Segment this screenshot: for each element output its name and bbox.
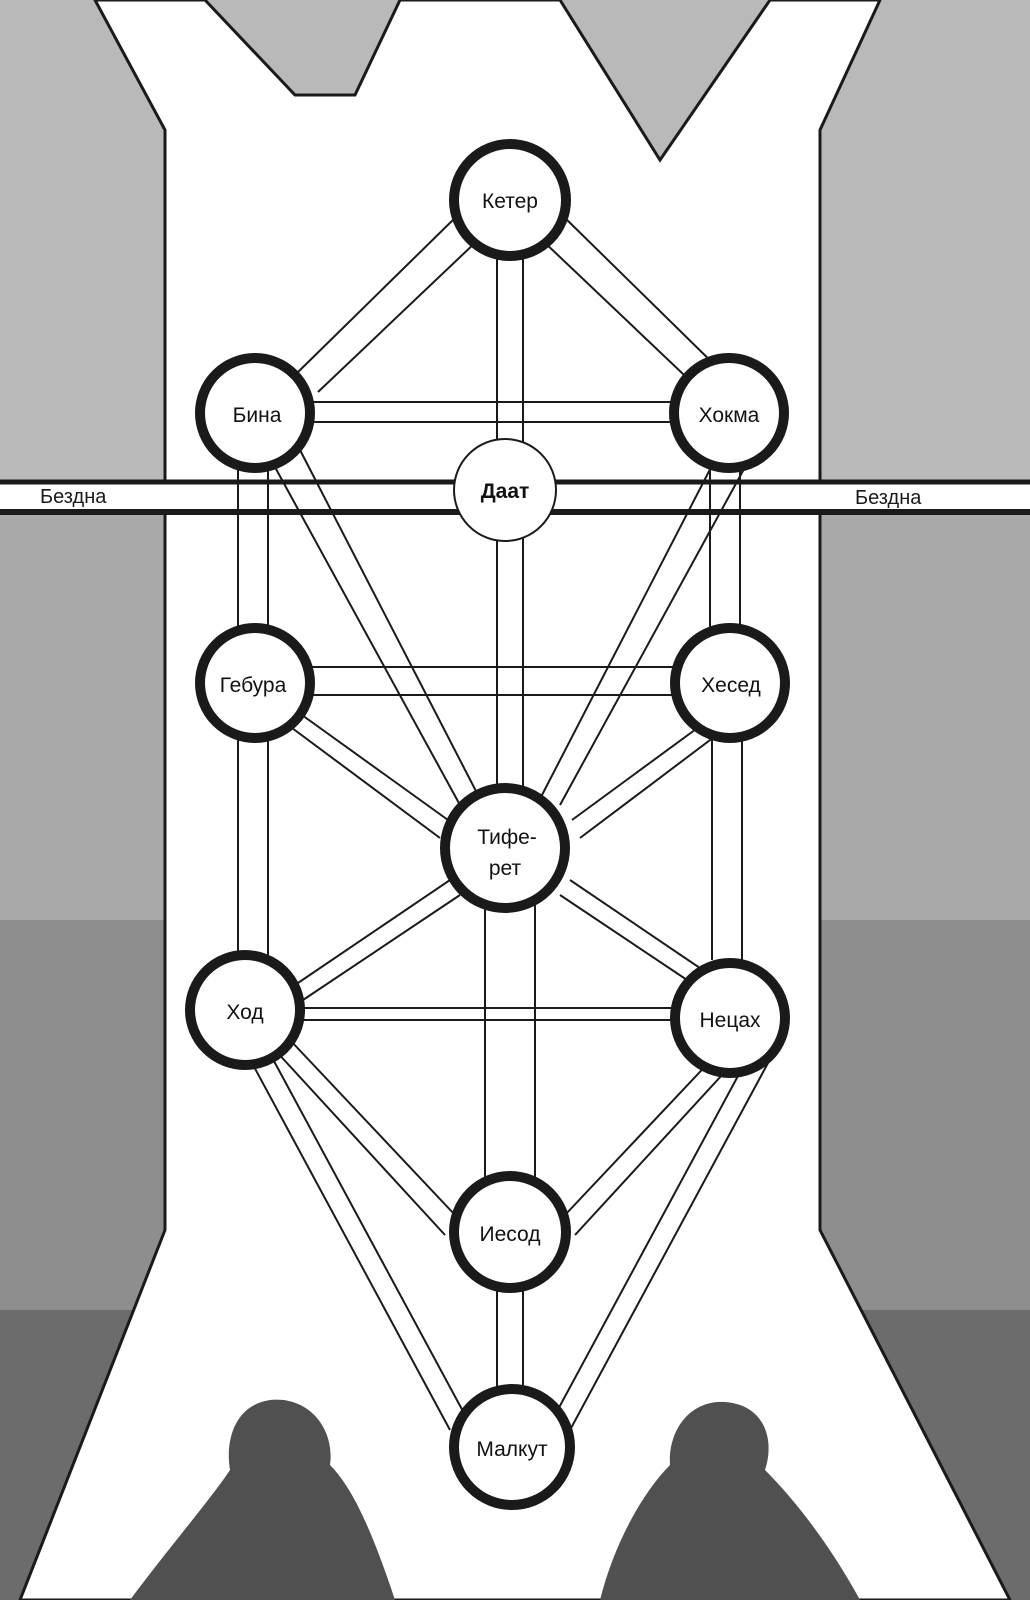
netsah-label: Нецах	[699, 1009, 761, 1032]
sephira-daat: Даат	[453, 438, 557, 542]
malkut-label: Малкут	[476, 1438, 548, 1461]
daat-label: Даат	[481, 480, 530, 503]
paths	[237, 214, 776, 1431]
path-keter-hokma	[561, 214, 726, 376]
path-keter-bina	[294, 214, 459, 376]
sephira-malkut: Малкут	[449, 1384, 575, 1510]
path-hokma-tiferet	[559, 457, 751, 806]
path-netsah-malkut-inner	[554, 1049, 753, 1416]
path-hokma-tiferet-inner	[541, 449, 721, 796]
daat-circle	[453, 438, 557, 542]
netsah-circle	[670, 958, 790, 1078]
sephira-tiferet: Тифе- рет	[440, 783, 570, 913]
abyss-label-right: Бездна	[855, 487, 922, 509]
hod-circle	[185, 950, 305, 1070]
sephira-bina: Бина	[195, 353, 315, 473]
path-hod-yesod-inner	[274, 1049, 446, 1236]
abyss-dashed-paths	[237, 448, 741, 520]
silhouettes	[130, 1399, 860, 1600]
hod-label: Ход	[226, 1001, 263, 1024]
sephira-netsah: Нецах	[670, 958, 790, 1078]
left-figure	[130, 1399, 395, 1600]
path-gebura-tiferet-inner	[287, 724, 441, 839]
keter-circle	[449, 139, 571, 261]
sephira-keter: Кетер	[449, 139, 571, 261]
right-figure	[600, 1401, 860, 1600]
path-hod-malkut	[244, 1049, 451, 1431]
gebura-label: Гебура	[220, 674, 287, 697]
sephira-hokma: Хокма	[669, 353, 789, 473]
path-gebura-tiferet	[294, 709, 449, 821]
path-netsah-yesod-inner	[574, 1049, 746, 1236]
path-tiferet-hod	[294, 879, 451, 986]
sephira-gebura: Гебура	[195, 623, 315, 743]
tiferet-label-line2: рет	[489, 857, 522, 880]
path-keter-hokma-inner	[541, 239, 703, 393]
hokma-circle	[669, 353, 789, 473]
path-hod-malkut-inner	[267, 1049, 466, 1416]
hokma-label: Хокма	[699, 404, 760, 427]
path-bina-tiferet-inner	[299, 449, 479, 796]
hesed-circle	[670, 623, 790, 743]
path-bina-tiferet	[269, 457, 461, 806]
path-hesed-tiferet-inner	[579, 724, 731, 839]
gebura-circle	[195, 623, 315, 743]
path-hod-yesod	[289, 1039, 456, 1216]
sephira-yesod: Иесод	[449, 1171, 571, 1293]
hesed-label: Хесед	[701, 674, 761, 697]
path-netsah-malkut	[569, 1049, 776, 1431]
keter-label: Кетер	[482, 190, 538, 213]
bina-label: Бина	[233, 404, 282, 427]
yesod-circle	[449, 1171, 571, 1293]
path-keter-bina-inner	[317, 239, 479, 393]
tiferet-circle	[440, 783, 570, 913]
path-tiferet-hod-inner	[299, 894, 461, 1003]
malkut-circle	[449, 1384, 575, 1510]
yesod-label: Иесод	[480, 1223, 541, 1246]
bina-circle	[195, 353, 315, 473]
sephirot: Кетер Бина Хокма Гебура Хесед Тифе- рет …	[185, 139, 790, 1510]
sephira-hod: Ход	[185, 950, 305, 1070]
sephira-hesed: Хесед	[670, 623, 790, 743]
tiferet-label-line1: Тифе-	[477, 826, 537, 849]
abyss-label-left: Бездна	[40, 486, 107, 508]
